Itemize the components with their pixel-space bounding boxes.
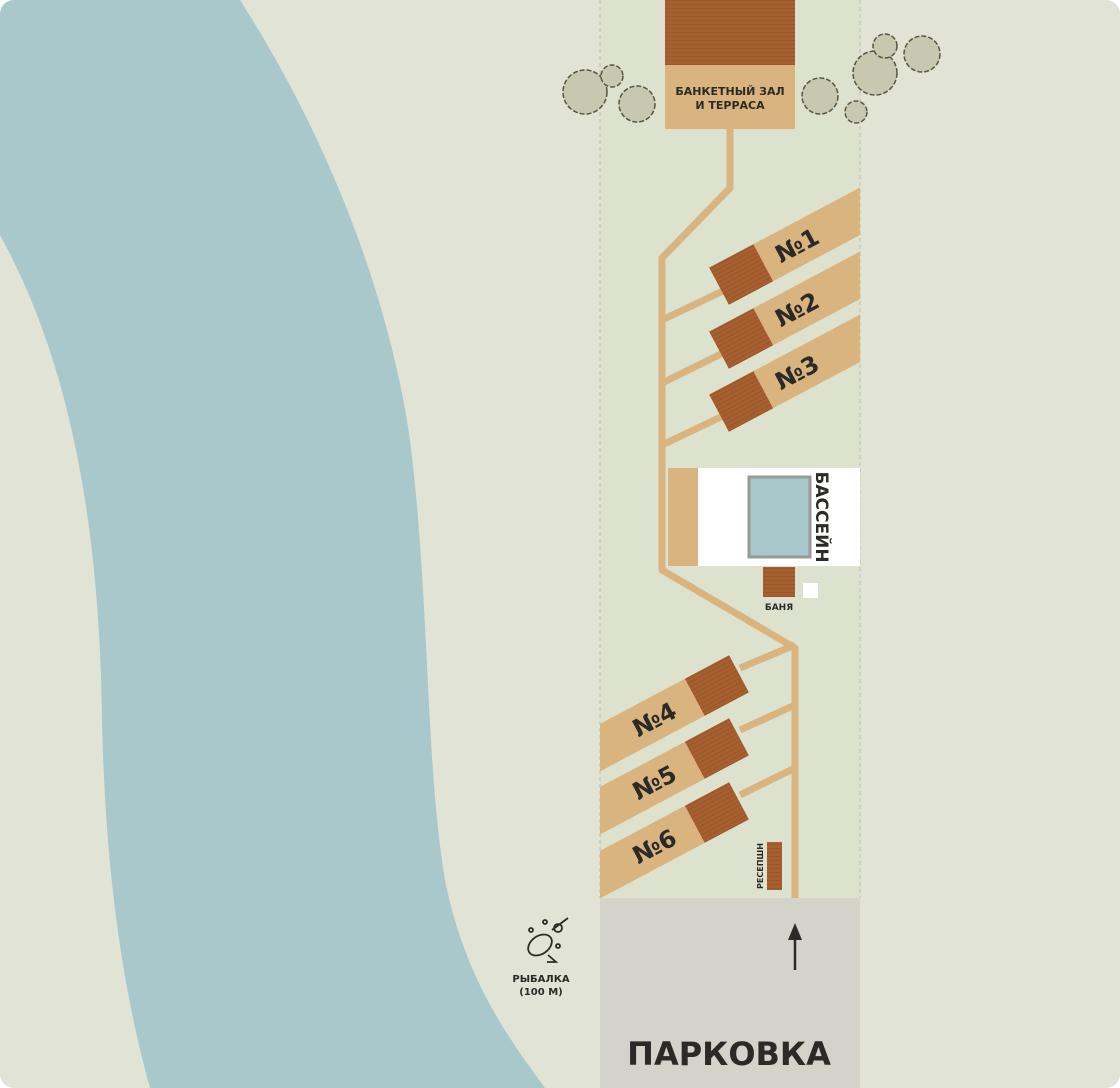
reception-label: РЕСЕПШН [756,843,765,889]
parking[interactable]: ПАРКОВКА [600,898,860,1088]
house-6[interactable]: №6 [530,782,749,925]
walkway [658,128,799,898]
banquet-label-line1: БАНКЕТНЫЙ ЗАЛ [675,85,784,98]
banquet-label-line2: И ТЕРРАСА [695,99,765,112]
sauna[interactable]: БАНЯ [763,567,818,613]
sauna-label: БАНЯ [765,603,793,613]
pool-label: БАССЕЙН [811,471,833,562]
house-1[interactable]: №1 [709,183,888,305]
pool[interactable]: БАССЕЙН [668,468,860,566]
house-2[interactable]: №2 [709,247,888,369]
house-3[interactable]: №3 [709,310,888,432]
trees [562,33,941,124]
fishing[interactable]: РЫБАЛКА (100 М) [512,917,570,998]
river [0,0,545,1088]
fishing-label-line2: (100 М) [519,987,562,998]
fish-icon [527,917,569,963]
arrow-up-icon [788,923,802,940]
reception[interactable]: РЕСЕПШН [756,842,782,890]
fishing-label-line1: РЫБАЛКА [512,974,570,985]
banquet-hall[interactable]: БАНКЕТНЫЙ ЗАЛ И ТЕРРАСА [665,0,795,129]
parking-label: ПАРКОВКА [627,1035,831,1073]
